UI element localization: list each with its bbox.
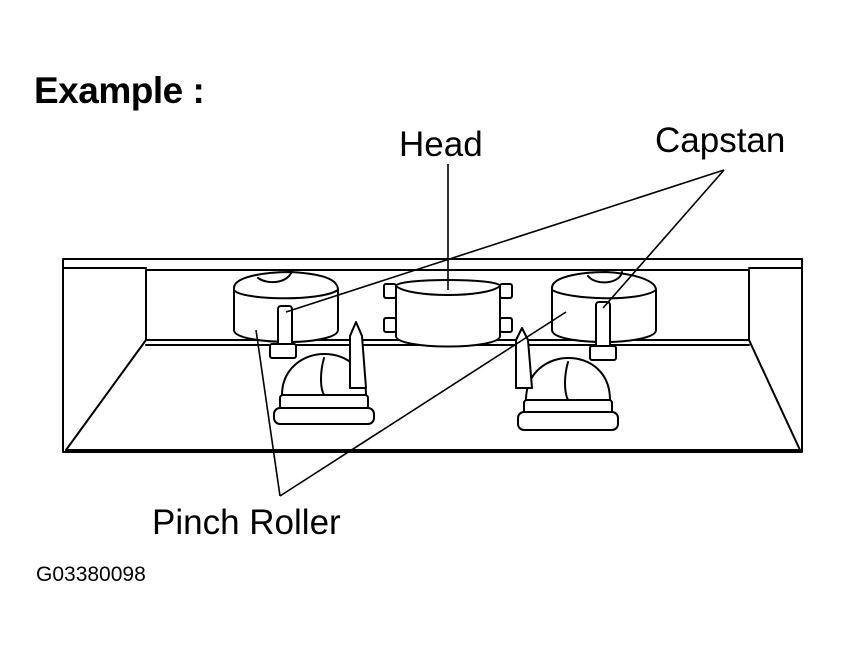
pinch-roller-label: Pinch Roller <box>152 503 341 542</box>
left-capstan <box>269 305 297 359</box>
right-capstan <box>589 301 617 361</box>
capstan-leader-right <box>602 169 725 309</box>
example-heading: Example : <box>34 70 205 111</box>
figure-id: G03380098 <box>36 563 146 586</box>
right-tape-guide <box>515 327 619 431</box>
left-tape-guide <box>273 321 375 425</box>
capstan-leader-left <box>285 169 725 313</box>
tape-head <box>383 279 513 348</box>
head-label: Head <box>399 125 483 164</box>
pinch-roller-leader-right <box>279 311 567 497</box>
leader-lines <box>255 164 725 497</box>
capstan-label: Capstan <box>655 121 786 160</box>
pinch-roller-leader-left <box>255 329 281 497</box>
